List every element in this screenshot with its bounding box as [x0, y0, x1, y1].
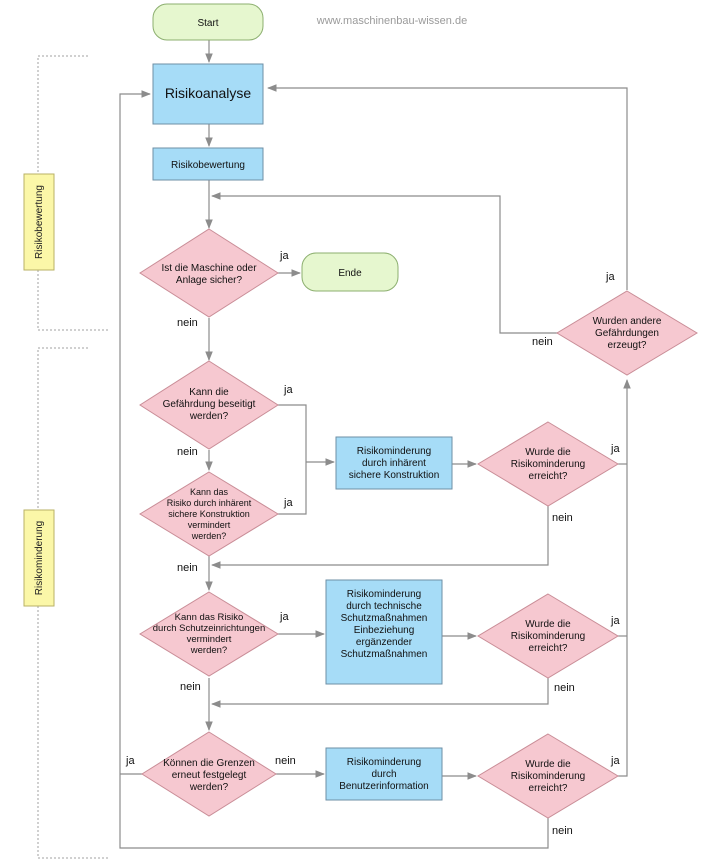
ende-node: [301, 252, 399, 292]
side-box-risikobewertung: [23, 173, 55, 271]
edge-label-ja: ja: [279, 250, 289, 262]
edge-label-ja: ja: [125, 755, 135, 767]
start-node: [152, 3, 264, 41]
risikobewertung-label: Risikobewertung: [171, 160, 245, 171]
decision-erreicht-3: [477, 733, 619, 819]
benutzer-node: [325, 747, 443, 801]
edge-label-ja: ja: [605, 271, 615, 283]
edge-label-ja: ja: [610, 755, 620, 767]
decision-vermindert: [139, 471, 279, 557]
decision-sicher: [139, 228, 279, 318]
risikobewertung-node: [152, 147, 264, 181]
edge-label-nein: nein: [554, 682, 575, 694]
decision-erreicht-2: [477, 593, 619, 679]
decision-grenzen: [141, 731, 277, 817]
decision-erreicht-1: [477, 421, 619, 507]
edge-label-ja: ja: [610, 615, 620, 627]
edge-label-nein: nein: [177, 562, 198, 574]
edge-label-nein: nein: [552, 825, 573, 837]
edge-label-nein: nein: [177, 317, 198, 329]
decision-schutz: [139, 591, 279, 677]
decision-gefaehrdungen: [556, 290, 698, 376]
edge-label-nein: nein: [532, 336, 553, 348]
ende-label: Ende: [338, 268, 362, 279]
edge-label-nein: nein: [180, 681, 201, 693]
inhaerent-node: [335, 436, 453, 490]
decision-beseitigt: [139, 360, 279, 450]
edge-label-nein: nein: [552, 512, 573, 524]
start-label: Start: [197, 18, 218, 29]
watermark: www.maschinenbau-wissen.de: [316, 15, 467, 27]
side-label-risikominderung: Risikominderung: [34, 521, 45, 595]
connectors: [119, 40, 631, 849]
side-box-risikominderung: [23, 509, 55, 607]
edge-label-ja: ja: [283, 497, 293, 509]
bracket-risikobewertung: [37, 55, 108, 331]
edge-label-ja: ja: [610, 443, 620, 455]
risikoanalyse-label: Risikoanalyse: [165, 85, 252, 101]
edge-label-ja: ja: [279, 611, 289, 623]
technisch-node: [325, 579, 443, 685]
edge-label-ja: ja: [283, 384, 293, 396]
edge-label-nein: nein: [275, 755, 296, 767]
edge-labels: ja nein ja nein ja nein ja ja nein nein …: [125, 250, 620, 837]
edge-label-nein: nein: [177, 446, 198, 458]
side-label-risikobewertung: Risikobewertung: [34, 185, 45, 259]
risikoanalyse-node: [152, 63, 264, 125]
